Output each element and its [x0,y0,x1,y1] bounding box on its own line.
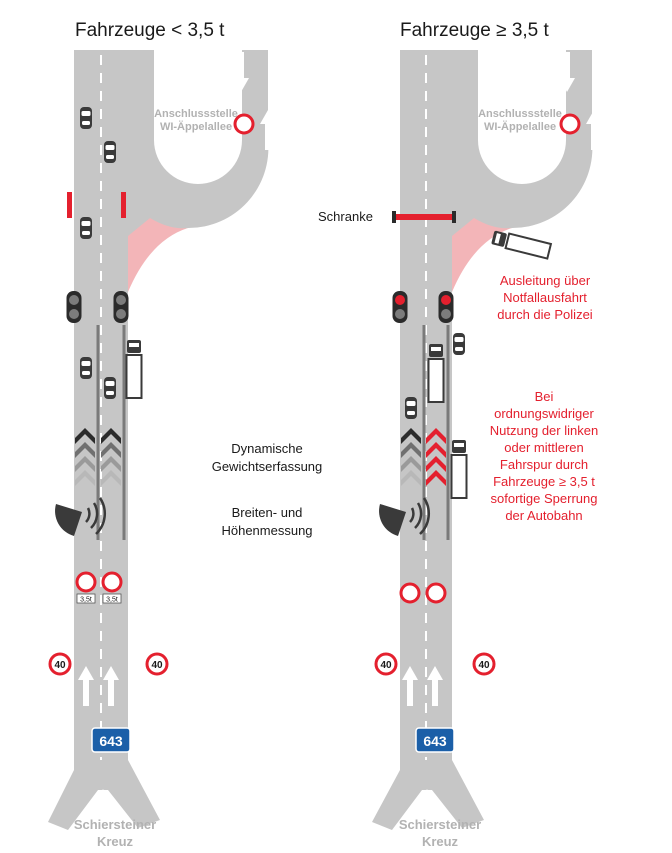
exit-label-right: Anschlussstelle WI-Äppelallee [478,108,562,133]
traffic-light-icon [438,291,454,323]
weight-plate: 3,5t [80,597,92,604]
closure-text: Bei ordnungswidriger Nutzung der linken … [489,389,599,523]
car-icon [405,397,417,419]
no-entry-sign-icon [425,582,447,604]
car-icon [453,333,465,355]
measuring-label: Breiten- und Höhenmessung [221,505,313,538]
no-entry-sign-icon [399,582,421,604]
truck-icon [427,343,445,403]
direction-arrow-icon [128,666,144,706]
traffic-light-icon [392,291,408,323]
weighing-label: Dynamische Gewichtserfassung [211,441,323,474]
route-shield-icon [415,727,455,753]
panel-title-right: Fahrzeuge ≥ 3,5 t [400,20,549,41]
right-panel [372,50,602,831]
barrier-icon [67,192,72,218]
speed-limit-value: 40 [380,660,392,671]
route-shield-icon [91,727,131,753]
car-icon [104,377,116,399]
no-entry-sign-icon [559,113,581,135]
bottom-label-right: Schiersteiner Kreuz [398,817,482,849]
truck-icon [450,439,468,499]
weight-plate: 3,5t [106,597,118,604]
direction-arrow-icon [452,666,468,706]
exit-ramp-right [452,50,593,292]
speed-limit-value: 40 [151,660,163,671]
police-exit-text: Ausleitung über Notfallausfahrt durch di… [497,273,593,322]
bottom-label-left: Schiersteiner Kreuz [73,817,157,849]
truck-icon [125,339,143,399]
barrier-icon [392,211,456,223]
car-icon [80,107,92,129]
car-icon [80,357,92,379]
no-entry-sign-icon [233,113,255,135]
no-entry-sign-icon [101,571,123,593]
left-panel [48,50,276,831]
traffic-light-icon [66,291,82,323]
route-number: 643 [423,733,447,749]
speed-limit-value: 40 [478,660,490,671]
emergency-zone-left [128,218,188,292]
speed-limit-value: 40 [54,660,66,671]
traffic-light-icon [113,291,129,323]
car-icon [104,141,116,163]
exit-label-left: Anschlussstelle WI-Äppelallee [154,108,238,133]
barrier-icon [121,192,126,218]
emergency-zone-right [452,218,512,292]
no-entry-sign-icon [75,571,97,593]
panel-title-left: Fahrzeuge < 3,5 t [75,20,225,41]
route-number: 643 [99,733,123,749]
exit-ramp-left [128,50,269,292]
barrier-label: Schranke [318,209,373,224]
car-icon [80,217,92,239]
truck-icon [491,230,553,260]
